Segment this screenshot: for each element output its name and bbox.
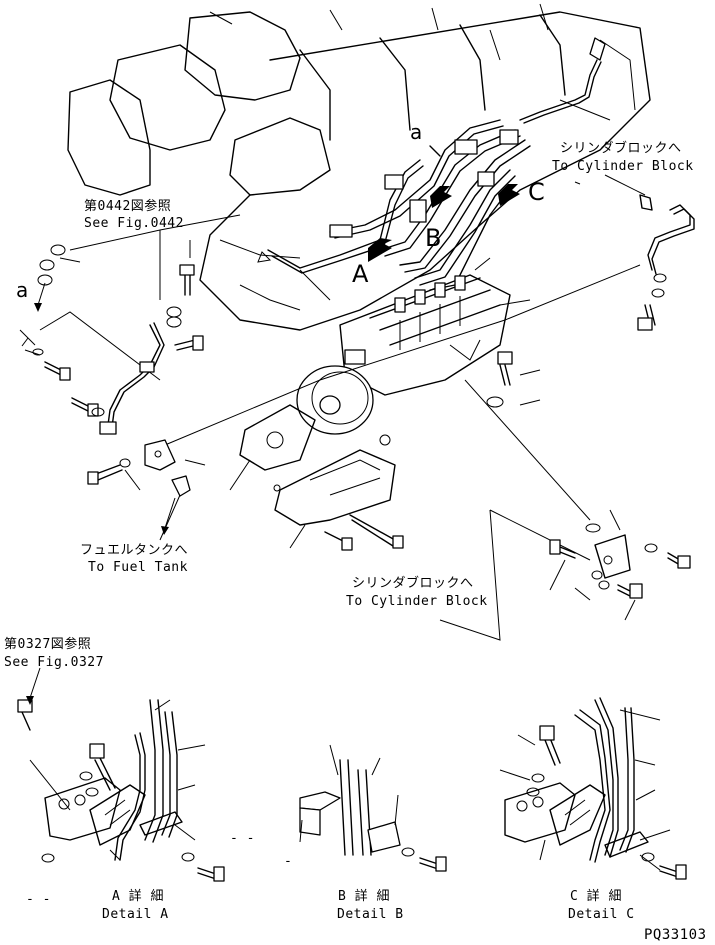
detail-b-drawing bbox=[299, 744, 447, 872]
view-letter-B: B bbox=[425, 224, 442, 252]
detail-a-en: Detail A bbox=[102, 907, 169, 922]
detail-b-jp: B 詳 細 bbox=[338, 889, 390, 904]
to-cylinder-block-mid-en: To Cylinder Block bbox=[346, 594, 488, 609]
page-code: PQ33103 bbox=[644, 927, 707, 943]
view-arrows bbox=[21, 282, 176, 535]
view-letter-a-left: a bbox=[16, 278, 29, 302]
to-cylinder-block-top-en: To Cylinder Block bbox=[552, 159, 694, 174]
left-fuel-line-drawing bbox=[19, 230, 206, 541]
injection-pump-drawing bbox=[229, 257, 541, 551]
detail-arrows bbox=[368, 145, 581, 262]
dashes-detail-b-left: - bbox=[284, 854, 293, 869]
detail-c-en: Detail C bbox=[568, 907, 635, 922]
detail-c-jp: C 詳 細 bbox=[570, 889, 622, 904]
ref-fig-0442-en: See Fig.0442 bbox=[84, 216, 184, 231]
view-letter-A: A bbox=[352, 260, 369, 288]
detail-a-drawing bbox=[17, 667, 225, 882]
dashes-detail-a-right: - - bbox=[230, 831, 255, 846]
lower-right-bracket-drawing bbox=[549, 509, 691, 621]
to-cylinder-block-top-jp: シリンダブロックへ bbox=[560, 141, 682, 156]
detail-c-drawing bbox=[499, 697, 687, 880]
detail-a-jp: A 詳 細 bbox=[112, 889, 164, 904]
detail-b-en: Detail B bbox=[337, 907, 404, 922]
ref-fig-0442-jp: 第0442図参照 bbox=[84, 199, 172, 214]
to-cylinder-block-mid-jp: シリンダブロックへ bbox=[352, 576, 474, 591]
right-fuel-line-drawing bbox=[637, 194, 695, 331]
ref-fig-0327-jp: 第0327図参照 bbox=[4, 637, 92, 652]
injection-pipes bbox=[257, 119, 531, 291]
ref-fig-0327-en: See Fig.0327 bbox=[4, 655, 104, 670]
to-fuel-tank-en: To Fuel Tank bbox=[88, 560, 188, 575]
view-letter-a-top: a bbox=[410, 120, 423, 144]
dashes-left-bottom: - - bbox=[26, 892, 51, 907]
view-letter-C: C bbox=[528, 178, 545, 206]
to-fuel-tank-jp: フュエルタンクへ bbox=[80, 543, 189, 558]
